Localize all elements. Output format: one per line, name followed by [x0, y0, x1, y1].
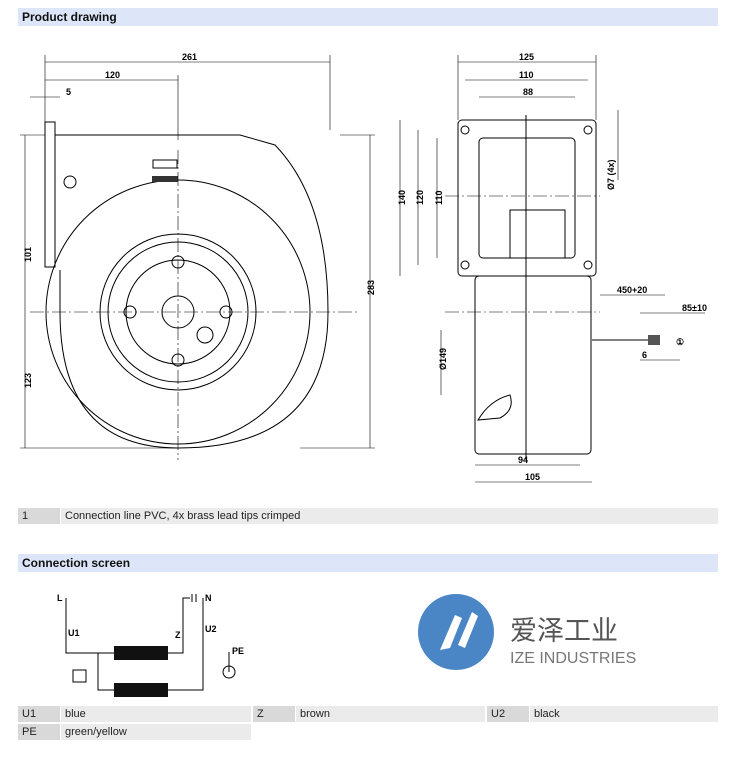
- dim-110-v: 110: [434, 190, 444, 205]
- dim-149: Ø149: [438, 348, 448, 370]
- side-view: 125 110 88 140 120 110 Ø7 (4x) 450+20 85…: [397, 52, 707, 483]
- wire-code: PE: [18, 724, 60, 740]
- wire-color: black: [530, 706, 718, 722]
- product-drawing-header: Product drawing: [18, 8, 718, 26]
- label-N: N: [205, 593, 212, 603]
- callout-1: ①: [676, 337, 684, 347]
- dim-120: 120: [105, 70, 120, 80]
- dim-120-v: 120: [415, 190, 425, 205]
- label-U2: U2: [205, 624, 217, 634]
- wire-color: blue: [61, 706, 251, 722]
- dim-cable: 450+20: [617, 285, 647, 295]
- dim-140: 140: [397, 190, 407, 205]
- label-U1: U1: [68, 628, 80, 638]
- footnote-text: Connection line PVC, 4x brass lead tips …: [61, 508, 718, 524]
- front-view: 261 120 5 283 101 123: [20, 52, 376, 460]
- dim-261: 261: [182, 52, 197, 62]
- logo-english: IZE INDUSTRIES: [510, 650, 636, 667]
- ize-logo: 爱泽工业 IZE INDUSTRIES: [418, 594, 636, 670]
- dim-125: 125: [519, 52, 534, 62]
- dim-88: 88: [523, 87, 533, 97]
- dim-123: 123: [23, 373, 33, 388]
- wire-code: Z: [253, 706, 295, 722]
- dim-101: 101: [23, 247, 33, 262]
- dim-5: 5: [66, 87, 71, 97]
- dim-110: 110: [519, 70, 534, 80]
- label-PE: PE: [232, 646, 244, 656]
- connection-screen-header: Connection screen: [18, 554, 718, 572]
- label-L: L: [57, 593, 63, 603]
- dim-hole: Ø7 (4x): [606, 159, 616, 190]
- connection-schematic: L N U1 Z U2 PE: [57, 593, 244, 697]
- label-Z: Z: [175, 630, 181, 640]
- dim-105: 105: [525, 472, 540, 482]
- dim-283: 283: [366, 280, 376, 295]
- dim-6: 6: [642, 350, 647, 360]
- dim-strip: 85±10: [682, 303, 707, 313]
- wire-code: U2: [487, 706, 529, 722]
- dim-94: 94: [518, 455, 528, 465]
- footnote-number: 1: [18, 508, 60, 524]
- wire-color: green/yellow: [61, 724, 251, 740]
- wire-code: U1: [18, 706, 60, 722]
- wire-color: brown: [296, 706, 485, 722]
- logo-chinese: 爱泽工业: [510, 616, 618, 646]
